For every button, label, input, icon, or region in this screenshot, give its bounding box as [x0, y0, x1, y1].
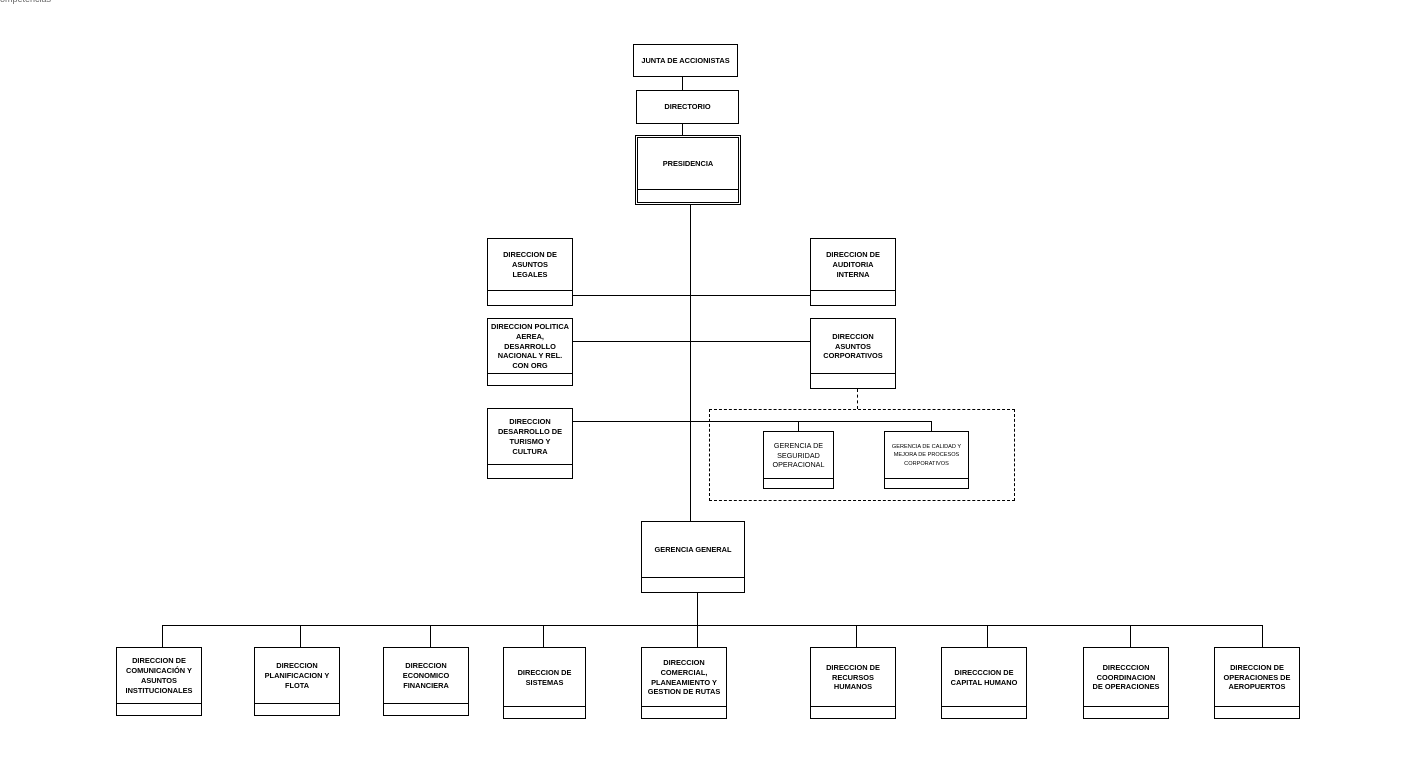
box-label: PRESIDENCIA [662, 159, 714, 169]
connector-gerencia-bus [697, 593, 698, 625]
box-footer [488, 373, 572, 385]
box-comercial-rutas: DIRECCION COMERCIAL, PLANEAMIENTO Y GEST… [641, 647, 727, 719]
box-label: DIRECCION DESARROLLO DE TURISMO Y CULTUR… [497, 417, 563, 456]
page-header-fragment: ompetencias [0, 0, 51, 4]
box-recursos-humanos: DIRECCION DE RECURSOS HUMANOS [810, 647, 896, 719]
connector-drop-seguridad [798, 421, 799, 431]
box-economico-financiera: DIRECCION ECONOMICO FINANCIERA [383, 647, 469, 716]
box-footer [638, 189, 738, 202]
box-asuntos-legales: DIRECCION DE ASUNTOS LEGALES [487, 238, 573, 306]
connector-drop-4 [543, 625, 544, 647]
box-calidad-procesos: GERENCIA DE CALIDAD Y MEJORA DE PROCESOS… [884, 431, 969, 489]
connector-politica-corporativos [572, 341, 810, 342]
box-footer [942, 706, 1026, 718]
box-footer [255, 703, 339, 715]
box-footer [1215, 706, 1299, 718]
box-asuntos-corporativos: DIRECCION ASUNTOS CORPORATIVOS [810, 318, 896, 389]
box-footer [642, 577, 744, 592]
box-footer [488, 464, 572, 478]
connector-corporativos-group [857, 389, 858, 409]
box-footer [764, 478, 833, 488]
box-footer [811, 373, 895, 388]
connector-drop-7 [987, 625, 988, 647]
box-label: DIRECCION COMERCIAL, PLANEAMIENTO Y GEST… [647, 657, 721, 697]
connector-drop-calidad [931, 421, 932, 431]
box-label: DIRECCION ASUNTOS CORPORATIVOS [823, 331, 883, 361]
box-directorio: DIRECTORIO [636, 90, 739, 124]
box-gerencia-general: GERENCIA GENERAL [641, 521, 745, 593]
box-planificacion-flota: DIRECCION PLANIFICACION Y FLOTA [254, 647, 340, 716]
box-presidencia: PRESIDENCIA [635, 135, 741, 205]
connector-turismo-gerencias [572, 421, 932, 422]
box-label: DIRECCCION DE CAPITAL HUMANO [950, 667, 1018, 687]
box-seguridad-operacional: GERENCIA DE SEGURIDAD OPERACIONAL [763, 431, 834, 489]
box-junta-accionistas: JUNTA DE ACCIONISTAS [633, 44, 738, 77]
box-label: DIRECCION DE SISTEMAS [517, 667, 572, 687]
box-label: DIRECCION POLITICA AEREA, DESARROLLO NAC… [490, 322, 569, 371]
box-label: GERENCIA GENERAL [654, 545, 732, 555]
connector-presidencia-gerencia [690, 205, 691, 521]
box-label: DIRECCCION COORDINACION DE OPERACIONES [1092, 662, 1160, 692]
box-capital-humano: DIRECCCION DE CAPITAL HUMANO [941, 647, 1027, 719]
box-label: DIRECTORIO [664, 102, 711, 112]
connector-drop-5 [697, 625, 698, 647]
box-label: DIRECCION PLANIFICACION Y FLOTA [264, 661, 330, 690]
box-footer [811, 706, 895, 718]
box-sistemas: DIRECCION DE SISTEMAS [503, 647, 586, 719]
connector-drop-3 [430, 625, 431, 647]
box-label: GERENCIA DE CALIDAD Y MEJORA DE PROCESOS… [891, 444, 962, 467]
connector-legales-auditoria [572, 295, 810, 296]
bottom-bus [162, 625, 1262, 626]
connector-junta-directorio [682, 77, 683, 90]
box-footer [117, 703, 201, 715]
connector-drop-2 [300, 625, 301, 647]
connector-drop-9 [1262, 625, 1263, 647]
box-comunicacion: DIRECCION DE COMUNICACIÓN Y ASUNTOS INST… [116, 647, 202, 716]
box-footer [885, 478, 968, 488]
box-politica-aerea: DIRECCION POLITICA AEREA, DESARROLLO NAC… [487, 318, 573, 386]
box-label: DIRECCION DE AUDITORIA INTERNA [826, 250, 880, 279]
box-label: DIRECCION ECONOMICO FINANCIERA [402, 661, 450, 690]
box-footer [811, 290, 895, 305]
box-label: DIRECCION DE COMUNICACIÓN Y ASUNTOS INST… [125, 656, 193, 695]
box-footer [384, 703, 468, 715]
box-footer [1084, 706, 1168, 718]
connector-drop-1 [162, 625, 163, 647]
box-footer [642, 706, 726, 718]
connector-drop-6 [856, 625, 857, 647]
box-turismo-cultura: DIRECCION DESARROLLO DE TURISMO Y CULTUR… [487, 408, 573, 479]
gerencias-dashed-group [709, 409, 1015, 501]
connector-drop-8 [1130, 625, 1131, 647]
box-label: DIRECCION DE RECURSOS HUMANOS [826, 662, 880, 692]
box-coordinacion-operaciones: DIRECCCION COORDINACION DE OPERACIONES [1083, 647, 1169, 719]
box-footer [504, 706, 585, 718]
box-operaciones-aeropuertos: DIRECCION DE OPERACIONES DE AEROPUERTOS [1214, 647, 1300, 719]
connector-directorio-presidencia [682, 124, 683, 135]
box-label: JUNTA DE ACCIONISTAS [641, 55, 730, 65]
box-auditoria-interna: DIRECCION DE AUDITORIA INTERNA [810, 238, 896, 306]
box-label: DIRECCION DE OPERACIONES DE AEROPUERTOS [1223, 662, 1291, 692]
box-label: GERENCIA DE SEGURIDAD OPERACIONAL [772, 441, 825, 470]
box-footer [488, 290, 572, 305]
box-label: DIRECCION DE ASUNTOS LEGALES [503, 250, 557, 279]
